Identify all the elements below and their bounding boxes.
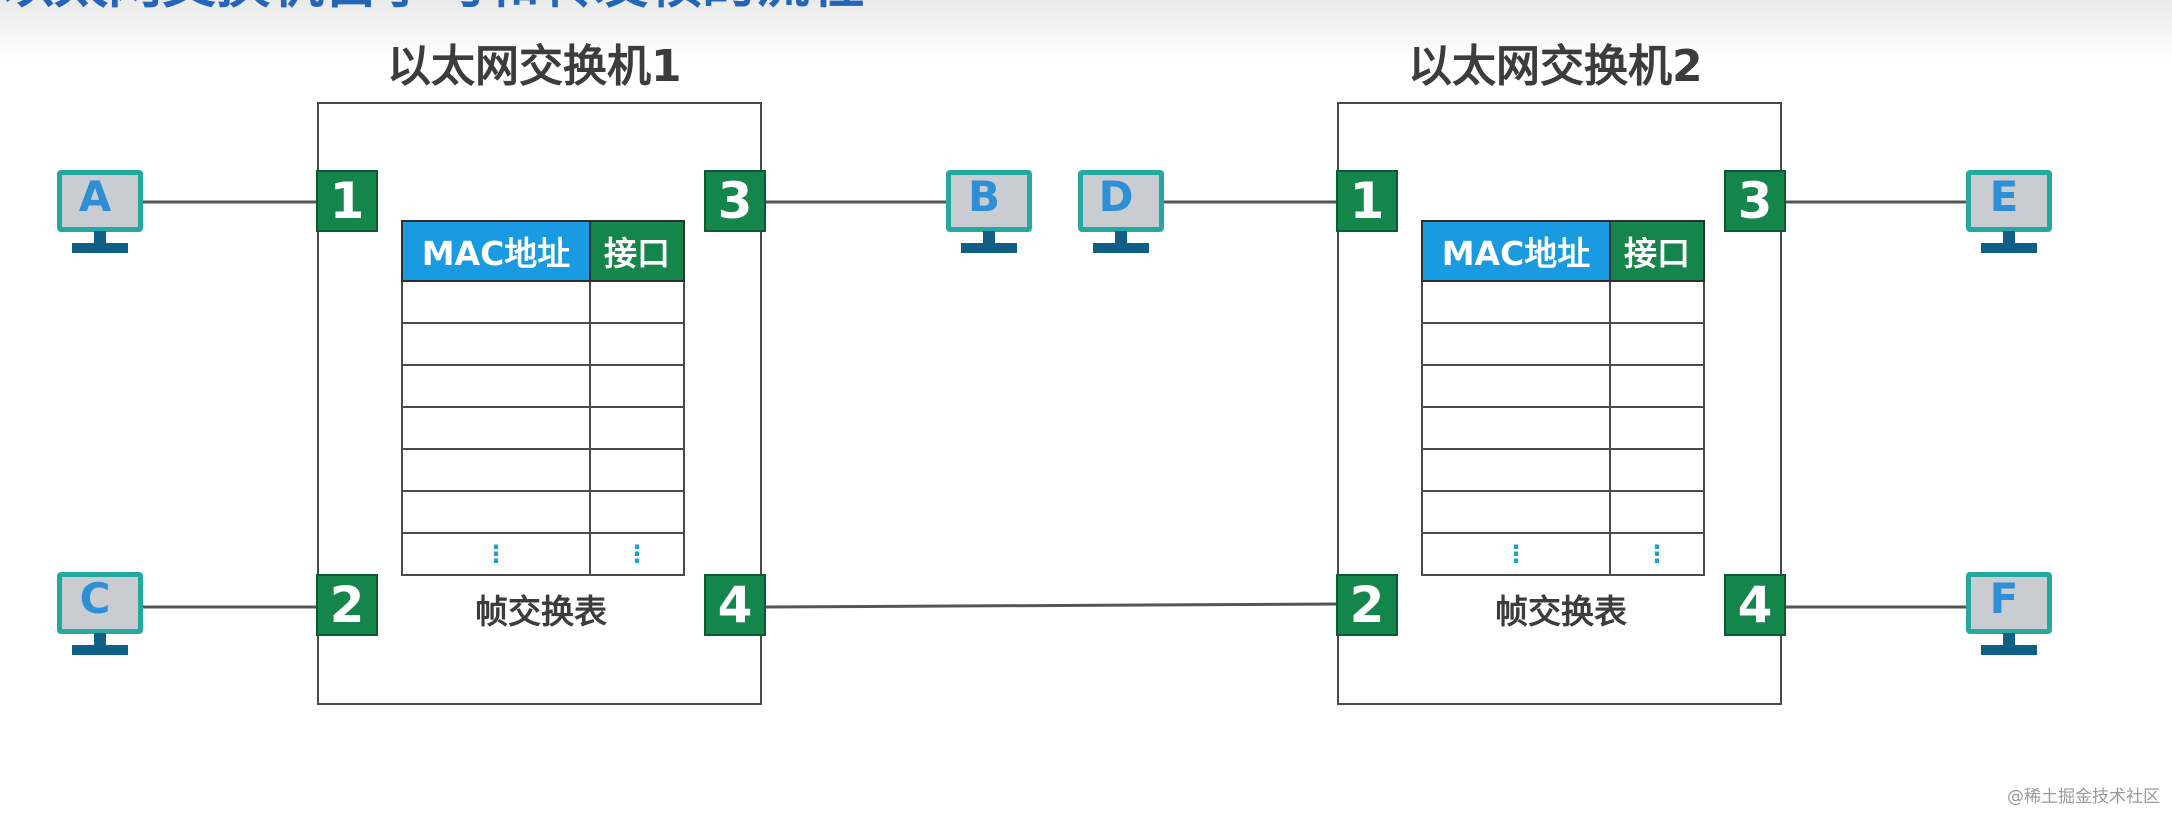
- link-s1p4-s2p2: [765, 602, 1339, 609]
- table-cell: [401, 322, 591, 366]
- computer-monitor-icon: [1966, 572, 2052, 634]
- table-cell: [1609, 406, 1705, 450]
- host-a-label: A: [78, 172, 112, 221]
- switch-2-port-4: 4: [1724, 574, 1786, 636]
- host-c-label: C: [79, 574, 111, 623]
- table-cell: [1421, 322, 1611, 366]
- ellipsis-mark: ⋮: [1421, 532, 1611, 576]
- table-cell: [1609, 322, 1705, 366]
- table-row: [1421, 490, 1705, 534]
- table-row: [401, 280, 685, 324]
- switch-1-port-1: 1: [316, 170, 378, 232]
- host-b-label: B: [967, 172, 1000, 221]
- table-cell: [589, 490, 685, 534]
- host-d: D: [1078, 170, 1164, 256]
- table-cell: [401, 448, 591, 492]
- table-cell: [589, 280, 685, 324]
- switch-2-table-caption: 帧交换表: [1495, 592, 1627, 631]
- host-a: A: [57, 170, 143, 256]
- mac-address-header: MAC地址: [1421, 220, 1611, 282]
- table-cell: [1421, 448, 1611, 492]
- ellipsis-mark: ⋮: [401, 532, 591, 576]
- computer-monitor-icon: [1966, 170, 2052, 232]
- switch-2-port-2: 2: [1336, 574, 1398, 636]
- table-cell: [589, 406, 685, 450]
- table-cell: [1421, 280, 1611, 324]
- switch-1-port-3: 3: [704, 170, 766, 232]
- heading-band: [0, 0, 2172, 60]
- switch-2-frame-table: MAC地址 接口 ⋮ ⋮: [1421, 220, 1705, 576]
- table-cell: [401, 364, 591, 408]
- switch-2-port-1: 1: [1336, 170, 1398, 232]
- table-row-ellipsis: ⋮ ⋮: [401, 532, 685, 576]
- table-row: [401, 406, 685, 450]
- table-row: [401, 322, 685, 366]
- switch-1-table-caption: 帧交换表: [475, 592, 607, 631]
- table-cell: [1421, 364, 1611, 408]
- host-b: B: [946, 170, 1032, 256]
- table-cell: [401, 406, 591, 450]
- host-e: E: [1966, 170, 2052, 256]
- port-header: 接口: [589, 220, 685, 282]
- host-d-label: D: [1098, 172, 1134, 221]
- table-cell: [1609, 490, 1705, 534]
- computer-monitor-icon: [57, 170, 143, 232]
- computer-monitor-icon: [946, 170, 1032, 232]
- table-row: [401, 448, 685, 492]
- table-cell: [1421, 490, 1611, 534]
- switch-1-port-2: 2: [316, 574, 378, 636]
- table-row-ellipsis: ⋮ ⋮: [1421, 532, 1705, 576]
- table-row: [401, 364, 685, 408]
- table-cell: [1609, 280, 1705, 324]
- table-cell: [589, 448, 685, 492]
- table-row: [1421, 322, 1705, 366]
- watermark: @稀土掘金技术社区: [2007, 787, 2160, 807]
- switch-2-title: 以太网交换机2: [1408, 41, 1703, 92]
- table-cell: [401, 280, 591, 324]
- table-cell: [401, 490, 591, 534]
- computer-monitor-icon: [57, 572, 143, 634]
- ellipsis-mark: ⋮: [1609, 532, 1705, 576]
- mac-address-header: MAC地址: [401, 220, 591, 282]
- switch-1-frame-table: MAC地址 接口 ⋮ ⋮: [401, 220, 685, 576]
- host-e-label: E: [1989, 172, 2019, 221]
- table-row: [401, 490, 685, 534]
- table-cell: [589, 364, 685, 408]
- host-f: F: [1966, 572, 2052, 658]
- table-row: [1421, 448, 1705, 492]
- host-f-label: F: [1989, 574, 2019, 623]
- table-row: [1421, 364, 1705, 408]
- host-c: C: [57, 572, 143, 658]
- table-cell: [1609, 364, 1705, 408]
- table-row: [1421, 280, 1705, 324]
- table-cell: [1421, 406, 1611, 450]
- table-cell: [1609, 448, 1705, 492]
- table-cell: [589, 322, 685, 366]
- computer-monitor-icon: [1078, 170, 1164, 232]
- port-header: 接口: [1609, 220, 1705, 282]
- switch-1-port-4: 4: [704, 574, 766, 636]
- switch-2-port-3: 3: [1724, 170, 1786, 232]
- ellipsis-mark: ⋮: [589, 532, 685, 576]
- page-heading: 以太网交换机自学习和转发帧的流程: [0, 0, 864, 14]
- table-row: [1421, 406, 1705, 450]
- switch-1-title: 以太网交换机1: [387, 41, 682, 92]
